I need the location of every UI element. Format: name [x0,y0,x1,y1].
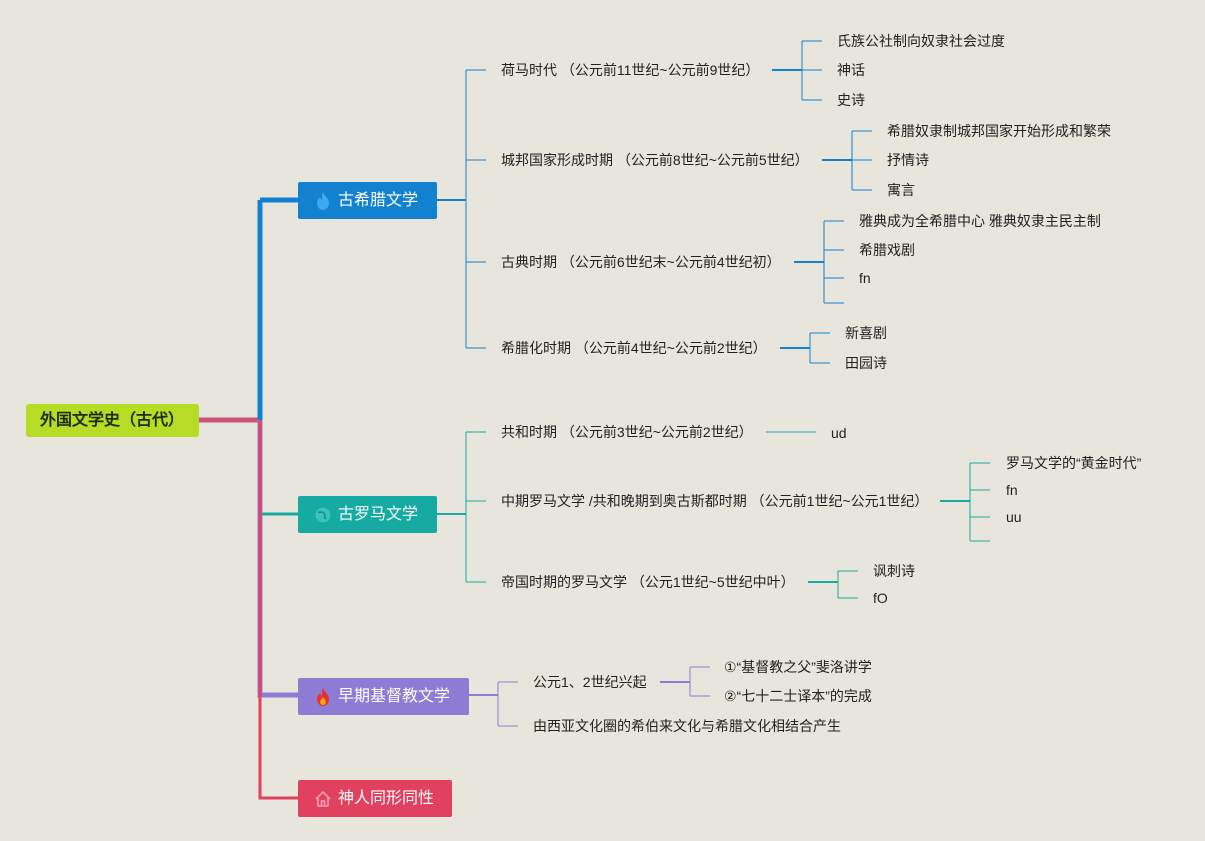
period-homer[interactable]: 荷马时代 （公元前11世纪~公元前9世纪） [501,62,760,78]
leaf-item[interactable]: 田园诗 [845,355,887,371]
period-classical[interactable]: 古典时期 （公元前6世纪末~公元前4世纪初） [501,254,781,270]
period-city-state[interactable]: 城邦国家形成时期 （公元前8世纪~公元前5世纪） [501,152,809,168]
leaf-item[interactable]: ②“七十二士译本”的完成 [724,688,872,704]
roman-connectors [437,431,990,599]
leaf-item[interactable]: 氏族公社制向奴隶社会过度 [837,33,1005,49]
period-augustan[interactable]: 中期罗马文学 /共和晚期到奥古斯都时期 （公元前1世纪~公元1世纪） [501,493,929,509]
leaf-item[interactable]: 雅典成为全希腊中心 雅典奴隶主民主制 [859,213,1101,229]
period-imperial[interactable]: 帝国时期的罗马文学 （公元1世纪~5世纪中叶） [501,574,795,590]
leaf-item[interactable]: uu [1006,509,1022,525]
root-label: 外国文学史（古代） [40,412,185,429]
branch-gods-label: 神人同形同性 [338,790,435,807]
branch-roman[interactable]: 古罗马文学 [298,496,437,533]
home-icon [312,780,334,817]
branch-christian-label: 早期基督教文学 [338,688,451,705]
period-hellenistic[interactable]: 希腊化时期 （公元前4世纪~公元前2世纪） [501,340,767,356]
globe-icon [312,496,334,533]
leaf-item[interactable]: 希腊戏剧 [859,242,915,258]
leaf-item[interactable]: ud [831,425,847,441]
leaf-item[interactable]: 罗马文学的“黄金时代” [1006,455,1142,471]
branch-greek-label: 古希腊文学 [338,192,419,209]
trunk-line [257,420,298,698]
leaf-item[interactable]: fO [873,590,888,606]
branch-greek[interactable]: 古希腊文学 [298,182,437,219]
fire-icon [312,678,334,715]
trunk-line [258,420,298,516]
leaf-item[interactable]: 新喜剧 [845,325,887,341]
period-rise[interactable]: 公元1、2世纪兴起 [533,674,647,690]
trunk-line [258,420,298,800]
leaf-item[interactable]: fn [1006,482,1018,498]
leaf-item[interactable]: ①“基督教之父”斐洛讲学 [724,659,872,675]
leaf-item[interactable]: 史诗 [837,92,865,108]
leaf-item[interactable]: 讽刺诗 [873,563,915,579]
period-origin[interactable]: 由西亚文化圈的希伯来文化与希腊文化相结合产生 [533,718,841,734]
christian-connectors [468,666,710,727]
branch-christian[interactable]: 早期基督教文学 [298,678,469,715]
leaf-item[interactable]: fn [859,270,871,286]
leaf-item[interactable]: 寓言 [887,182,915,198]
root-node[interactable]: 外国文学史（古代） [26,404,199,437]
branch-gods[interactable]: 神人同形同性 [298,780,452,817]
greek-connectors [437,40,872,364]
leaf-item[interactable]: 希腊奴隶制城邦国家开始形成和繁荣 [887,123,1111,139]
leaf-item[interactable]: 抒情诗 [887,152,929,168]
branch-roman-label: 古罗马文学 [338,506,419,523]
period-republic[interactable]: 共和时期 （公元前3世纪~公元前2世纪） [501,424,753,440]
leaf-item[interactable]: 神话 [837,62,865,78]
flame-icon [312,182,334,219]
